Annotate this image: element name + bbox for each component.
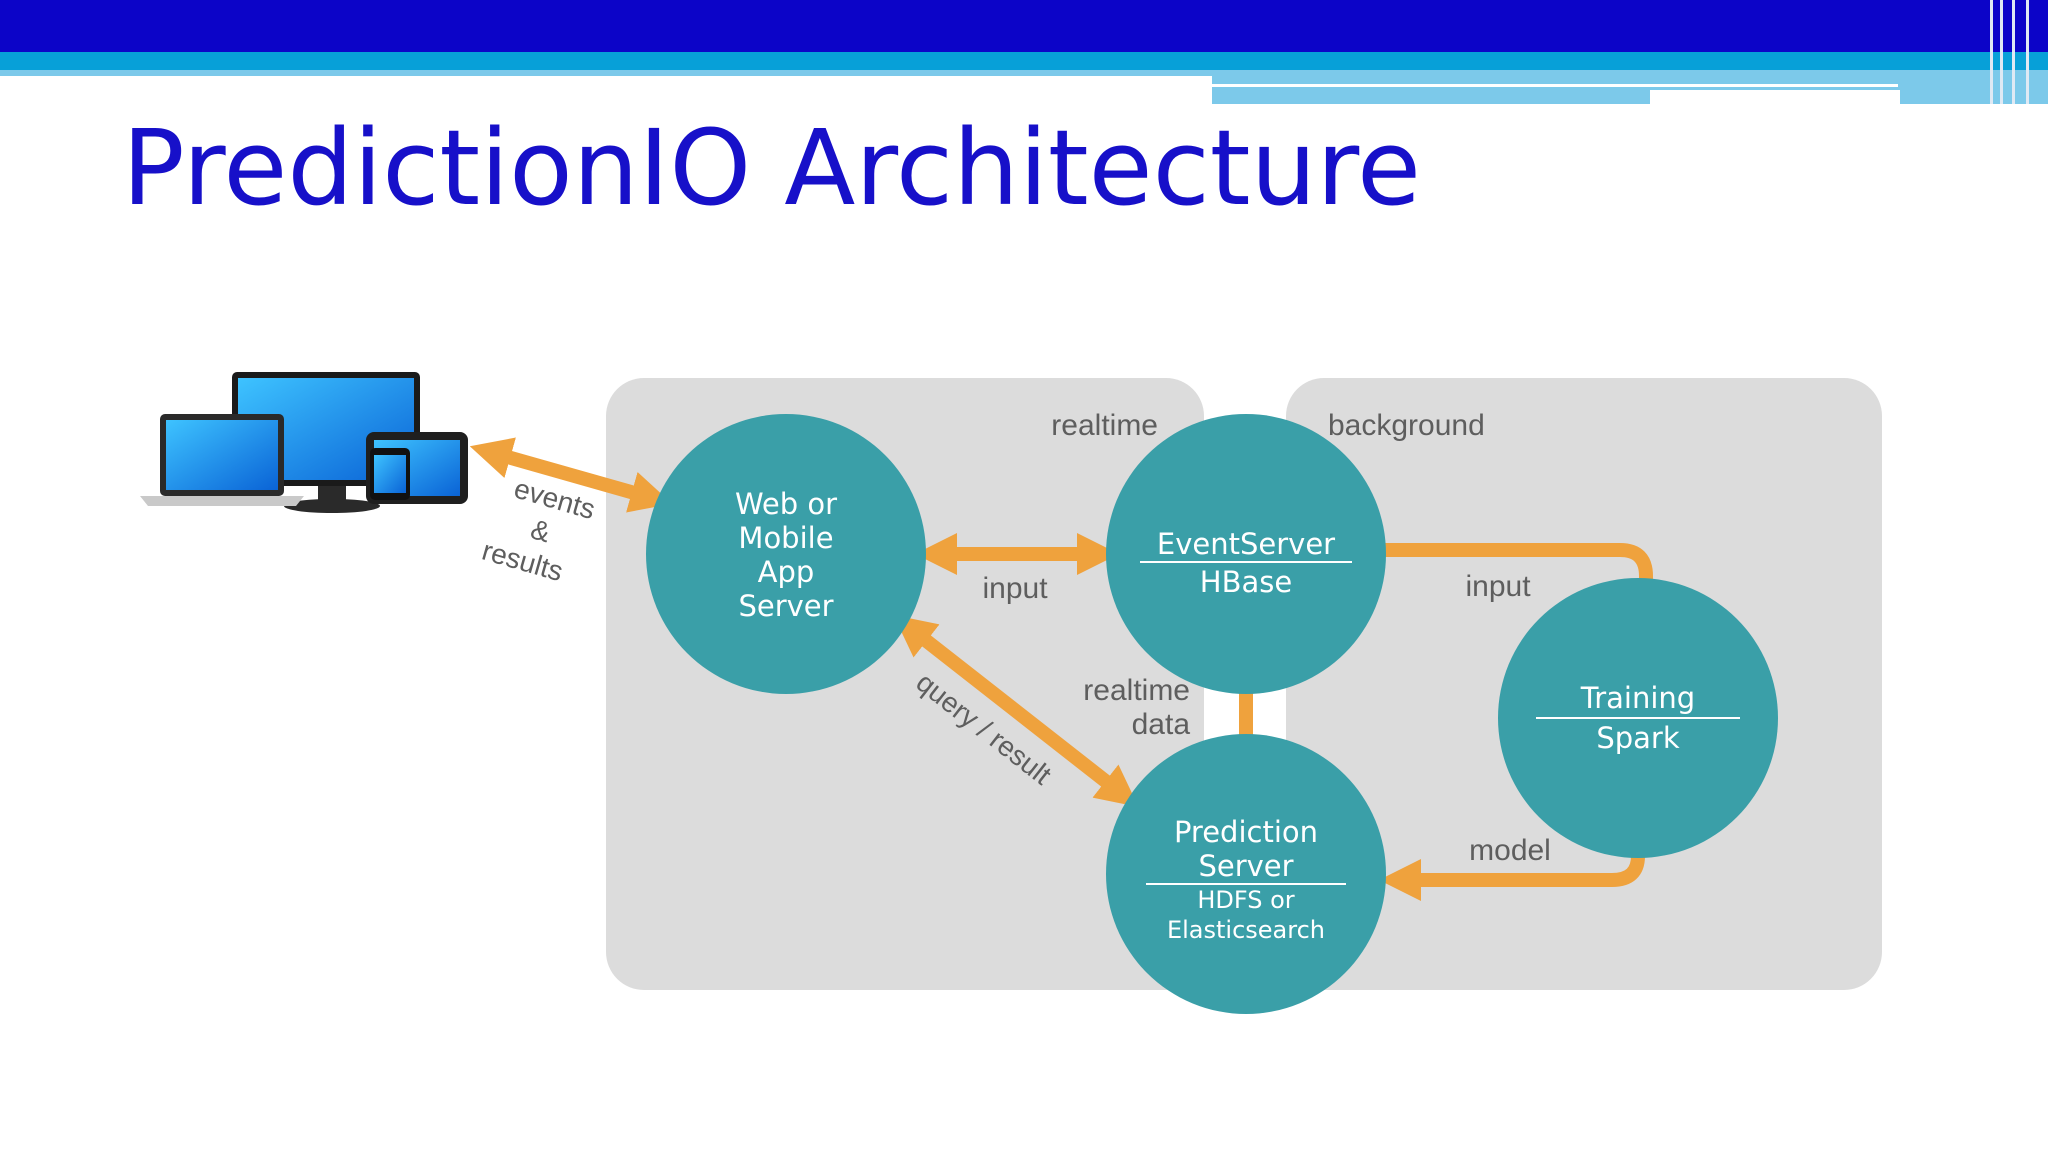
query-result-arrow — [893, 615, 1139, 807]
background-zone-label: background — [1328, 409, 1485, 442]
input-arrow-event-training — [1384, 543, 1667, 629]
app-server-line-1: Web or — [735, 487, 837, 521]
edge-label-model: model — [1469, 834, 1551, 867]
prediction-subtitle-line-1: HDFS or — [1197, 886, 1294, 914]
header-band-dark — [0, 0, 2048, 52]
slide-title: PredictionIO Architecture — [122, 107, 1421, 229]
header-edge-strip — [1990, 0, 1993, 104]
devices-icon — [140, 372, 468, 513]
header-white-line — [1212, 84, 1898, 87]
app-server-node: Web or Mobile App Server — [646, 414, 926, 694]
app-server-line-4: Server — [738, 589, 833, 623]
header-step — [1650, 90, 1900, 104]
edge-label-input-app-event: input — [982, 572, 1048, 605]
header-edge-strip — [2012, 0, 2015, 104]
edge-label-realtime: realtime — [1083, 674, 1190, 707]
training-node: Training Spark — [1498, 578, 1778, 858]
app-server-line-3: App — [758, 555, 815, 589]
header-band-light-right — [1212, 70, 2048, 104]
header-band-light — [0, 70, 1212, 76]
app-server-line-2: Mobile — [738, 521, 833, 555]
prediction-title-line-2: Server — [1198, 849, 1293, 883]
edge-label-data: data — [1132, 708, 1191, 741]
edge-label-and: & — [527, 513, 554, 548]
header-edge-strip — [2026, 0, 2029, 104]
events-results-arrow — [469, 437, 673, 513]
prediction-server-node: Prediction Server HDFS or Elasticsearch — [1106, 734, 1386, 1014]
prediction-title-line-1: Prediction — [1174, 815, 1318, 849]
header-band-mid — [0, 52, 2048, 70]
event-server-subtitle: HBase — [1200, 565, 1292, 599]
training-title: Training — [1580, 681, 1695, 715]
edge-label-input-event-training: input — [1465, 570, 1531, 603]
events-results-label: events & results — [479, 473, 599, 588]
event-server-title: EventServer — [1157, 527, 1335, 561]
realtime-zone-label: realtime — [1051, 409, 1158, 442]
prediction-subtitle-line-2: Elasticsearch — [1167, 916, 1325, 944]
header-edge-strip — [2000, 0, 2003, 104]
edge-label-results: results — [479, 535, 567, 588]
training-subtitle: Spark — [1596, 721, 1680, 755]
event-server-node: EventServer HBase — [1106, 414, 1386, 694]
